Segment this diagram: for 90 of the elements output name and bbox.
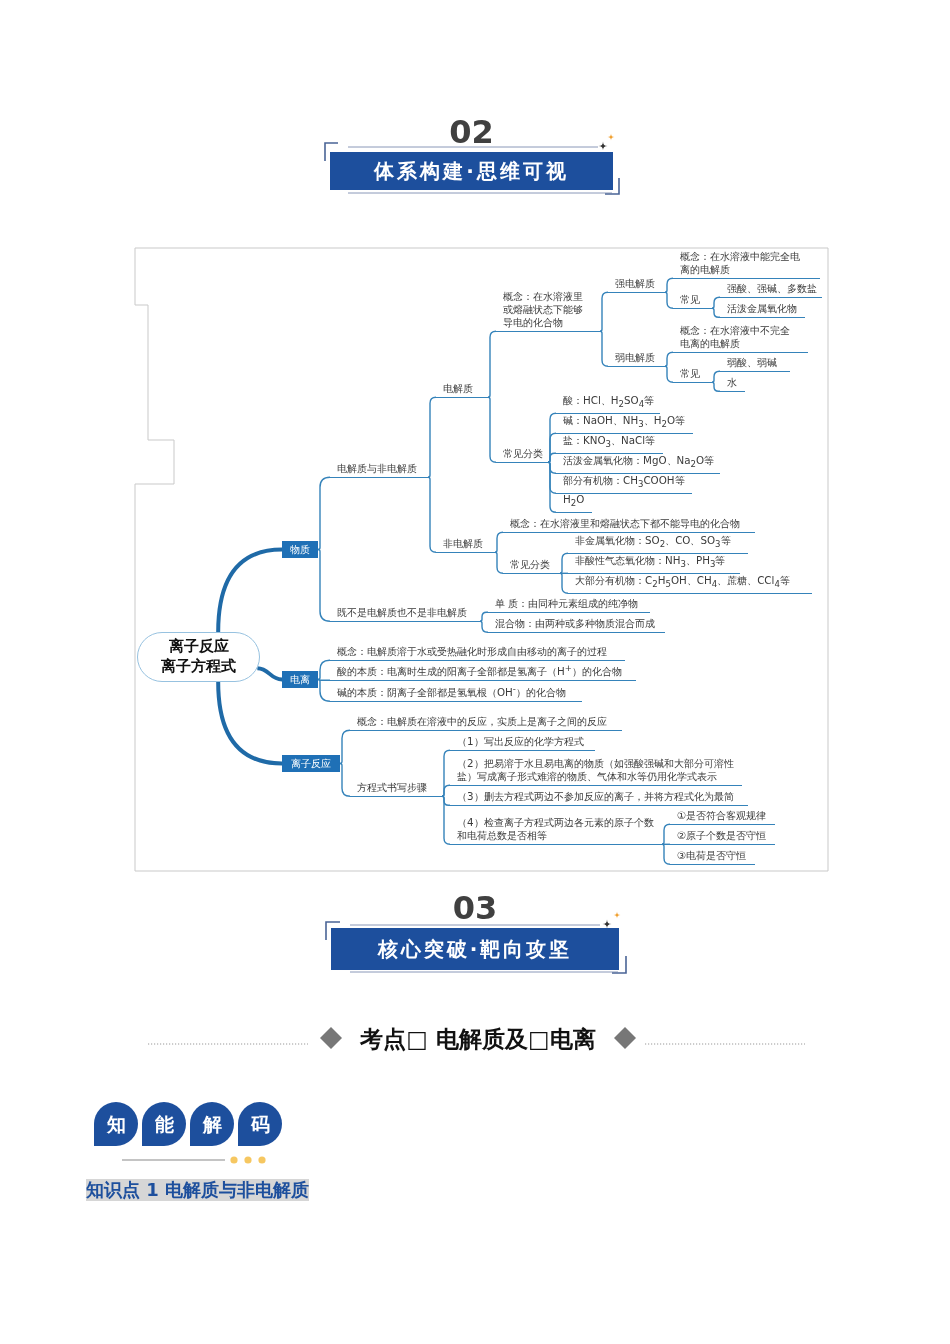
branch-line — [599, 291, 609, 332]
branch-label: 强酸、强碱、多数盐 — [720, 282, 822, 298]
branch-label: 既不是电解质也不是非电解质 — [330, 606, 480, 622]
branch-line — [494, 531, 504, 553]
branch-line — [664, 365, 674, 383]
branch-label: 常见分类 — [496, 447, 548, 463]
branch-label: 非电解质 — [436, 537, 495, 553]
topic-box: 物质 — [282, 541, 318, 558]
branch-line — [559, 572, 569, 574]
branch-line — [441, 795, 451, 845]
section-banner: 体系构建·思维可视 — [330, 152, 613, 190]
subsection-heading: 知识点 1 电解质与非电解质 — [86, 1179, 310, 1201]
branch-line — [487, 330, 497, 398]
branch-line — [317, 659, 331, 681]
branch-label: 概念：在水溶液中不完全电离的电解质 — [673, 324, 808, 353]
branch-label: 活泼金属氧化物 — [720, 302, 805, 318]
branch-label: 弱电解质 — [608, 351, 665, 367]
section-number: 02 — [449, 112, 494, 152]
branch-label: 弱酸、弱碱 — [720, 356, 790, 372]
branch-line — [487, 396, 497, 463]
char-tile: 能 — [142, 1102, 186, 1146]
branch-label: 非酸性气态氧化物：NH$_{3}$、PH$_{3}$等 — [568, 553, 740, 574]
branch-label: 大部分有机物：C$_{2}$H$_{5}$OH、CH$_{4}$、蔗糖、CCl$_{4}$等 — [568, 573, 812, 594]
branch-label: 混合物：由两种或多种物质混合而成 — [488, 617, 665, 633]
branch-line — [711, 296, 721, 309]
branch-line — [479, 611, 489, 622]
branch-label: 概念：在水溶液中能完全电离的电解质 — [673, 250, 820, 279]
branch-label: 碱的本质：阴离子全部都是氢氧根（OH$^{-}$）的化合物 — [330, 682, 582, 702]
branch-label: 酸的本质：电离时生成的阳离子全部都是氢离子（H$^{+}$）的化合物 — [330, 661, 636, 681]
branch-label: 非金属氧化物：SO$_{2}$、CO、SO$_{3}$等 — [568, 533, 748, 554]
section-banner: 核心突破·靶向攻坚 — [331, 928, 619, 970]
branch-line — [664, 277, 674, 293]
branch-label: 单 质：由同种元素组成的纯净物 — [488, 597, 650, 613]
branch-line — [441, 784, 451, 797]
branch-line — [661, 823, 671, 845]
topic-box: 电离 — [282, 671, 318, 688]
branch-label: 电解质与非电解质 — [330, 462, 428, 478]
branch-label: 部分有机物：CH$_{3}$COOH等 — [556, 473, 692, 494]
branch-line — [711, 381, 721, 392]
branch-label: ②原子个数是否守恒 — [670, 829, 775, 845]
branch-line — [216, 681, 283, 766]
branch-line — [664, 291, 674, 309]
branch-label: 概念：电解质溶于水或受热融化时形成自由移动的离子的过程 — [330, 645, 625, 661]
section-number: 03 — [452, 889, 498, 928]
branch-line — [547, 452, 557, 463]
branch-line — [339, 762, 351, 797]
branch-line — [339, 729, 351, 765]
branch-label: 酸：HCl、H$_{2}$SO$_{4}$等 — [556, 393, 660, 414]
branch-line — [427, 396, 437, 478]
branch-label: 电解质 — [436, 382, 488, 398]
branch-label: 概念：在水溶液里和熔融状态下都不能导电的化合物 — [503, 517, 755, 533]
branch-label: H$_{2}$O — [556, 492, 592, 513]
branch-label: ③电荷是否守恒 — [670, 849, 755, 865]
branch-label: ①是否符合客观规律 — [670, 809, 775, 825]
char-tile: 知 — [94, 1102, 138, 1146]
branch-label: 强电解质 — [608, 277, 665, 293]
branch-label: 碱：NaOH、NH$_{3}$、H$_{2}$O等 — [556, 413, 693, 434]
branch-line — [664, 351, 674, 367]
branch-line — [661, 843, 671, 865]
branch-label: 常见分类 — [503, 558, 560, 574]
branch-label: 方程式书写步骤 — [350, 781, 442, 797]
char-tile: 解 — [190, 1102, 234, 1146]
central-topic: 离子反应 离子方程式 — [137, 632, 260, 682]
branch-label: 盐：KNO$_{3}$、NaCl等 — [556, 433, 663, 454]
branch-line — [547, 461, 557, 513]
branch-line — [494, 551, 504, 574]
branch-label: （1）写出反应的化学方程式 — [450, 735, 595, 751]
branch-label: 水 — [720, 376, 745, 392]
branch-line — [661, 843, 671, 845]
branch-label: 概念：在水溶液里或熔融状态下能够导电的化合物 — [496, 290, 600, 332]
branch-line — [317, 678, 331, 702]
topic-box: 离子反应 — [282, 755, 340, 772]
branch-line — [559, 572, 569, 594]
branch-label: （4）检查离子方程式两边各元素的原子个数和电荷总数是否相等 — [450, 816, 662, 845]
branch-label: 常见 — [673, 293, 712, 309]
branch-label: 概念：电解质在溶液中的反应，实质上是离子之间的反应 — [350, 715, 622, 731]
branch-line — [711, 370, 721, 383]
branch-line — [257, 666, 283, 682]
branch-label: 活泼金属氧化物：MgO、Na$_{2}$O等 — [556, 453, 720, 474]
char-tile: 码 — [238, 1102, 282, 1146]
branch-label: （3）删去方程式两边不参加反应的离子，并将方程式化为最简 — [450, 790, 748, 806]
branch-line — [216, 547, 283, 633]
section-heading: 考点□ 电解质及□电离 — [360, 1025, 596, 1054]
branch-line — [479, 620, 489, 633]
branch-line — [711, 307, 721, 318]
branch-line — [427, 476, 437, 553]
branch-line — [599, 330, 609, 367]
branch-line — [559, 552, 569, 574]
branch-label: （2）把易溶于水且易电离的物质（如强酸强碱和大部分可溶性盐）写成离子形式难溶的物质、气体和水等仍用化学式表示 — [450, 757, 742, 786]
branch-label: 常见 — [673, 367, 712, 383]
